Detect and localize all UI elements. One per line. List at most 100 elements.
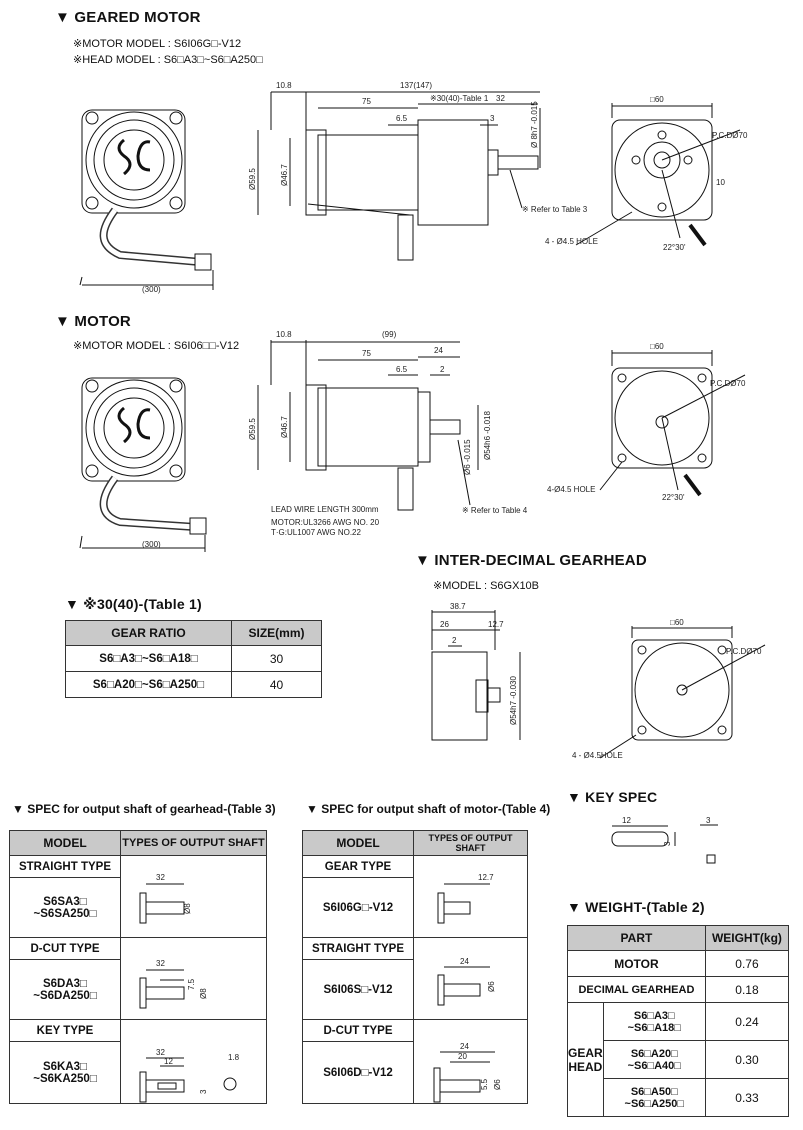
- table1-title: ▼ ※30(40)-(Table 1): [65, 596, 202, 612]
- table4-model: S6I06G□-V12: [302, 877, 414, 938]
- table1-header-size: SIZE(mm): [231, 620, 322, 646]
- m-dim-d2: (99): [382, 330, 397, 339]
- m-dim-cable: (300): [142, 540, 161, 549]
- m-dim-d7: 2: [440, 365, 445, 374]
- m-dim-d1: 10.8: [276, 330, 292, 339]
- table3-model2: ~S6SA250□: [33, 907, 97, 920]
- table2-weight: 0.30: [704, 1040, 790, 1079]
- table4-title: ▼ SPEC for output shaft of motor-(Table …: [306, 802, 551, 816]
- key-dim-a: 12: [622, 816, 631, 825]
- id-dim-pcd: P.C.DØ70: [726, 647, 762, 656]
- table3-shaft-cell: [120, 1019, 267, 1104]
- inter-decimal-front-view: [599, 626, 766, 759]
- motor-side-view: [257, 340, 479, 511]
- motor-front-view: [79, 377, 207, 552]
- key-spec-title: ▼ KEY SPEC: [567, 789, 658, 805]
- table2-gear-head-label: GEAR HEAD: [567, 1002, 604, 1117]
- table3-model1: S6DA3□: [42, 977, 88, 990]
- table3-model2: ~S6DA250□: [33, 989, 97, 1002]
- id-dim-sq: □60: [670, 618, 684, 627]
- table4-shaft-cell: [413, 855, 528, 938]
- table4-header-model: MODEL: [302, 830, 414, 856]
- motor-title: ▼ MOTOR: [55, 313, 131, 330]
- geared-motor-front-view: [79, 109, 214, 290]
- table1-cell: S6□A3□~S6□A18□: [65, 645, 232, 672]
- geared-motor-title: ▼ GEARED MOTOR: [55, 9, 201, 26]
- table2-header-part: PART: [567, 925, 706, 951]
- table3-model1: S6KA3□: [42, 1060, 88, 1073]
- inter-decimal-side-view: [431, 610, 521, 741]
- table3-header-model: MODEL: [9, 830, 121, 856]
- table4-header-types: TYPES OF OUTPUT SHAFT: [413, 830, 528, 856]
- gm-dim-ten: 10: [716, 178, 725, 187]
- geared-motor-rear-view: [575, 103, 741, 247]
- table3-type: D-CUT TYPE: [9, 937, 121, 960]
- m-dim-shaft2: Ø6 -0.015: [463, 439, 472, 475]
- id-dim-hole: 4 - Ø4.5HOLE: [572, 751, 623, 760]
- table4-type: STRAIGHT TYPE: [302, 937, 414, 960]
- table4-type: D-CUT TYPE: [302, 1019, 414, 1042]
- gm-dim-hole: 4 - Ø4.5 HOLE: [545, 237, 598, 246]
- motor-model: ※MOTOR MODEL : S6I06□□-V12: [73, 340, 240, 352]
- id-dim-d1: 38.7: [450, 602, 466, 611]
- m-dim-d6: 6.5: [396, 365, 408, 374]
- m-note-2: MOTOR:UL3266 AWG NO. 20: [271, 518, 380, 527]
- gm-dim-d1: 10.8: [276, 81, 292, 90]
- gm-dim-cable: (300): [142, 285, 161, 294]
- table2-gear-m2: ~S6□A250□: [624, 1097, 685, 1110]
- gm-dim-d6: 6.5: [396, 114, 408, 123]
- table2: PART WEIGHT(kg) MOTOR 0.76 DECIMAL GEARH…: [567, 925, 790, 1117]
- key-dim-c: 3: [663, 841, 672, 846]
- table2-gear-model: S6□A20□~S6□A40□: [602, 1040, 706, 1079]
- table4-type: GEAR TYPE: [302, 855, 414, 878]
- geared-motor-side-view: [257, 91, 541, 261]
- table2-weight: 0.24: [704, 1002, 790, 1041]
- table3-type: STRAIGHT TYPE: [9, 855, 121, 878]
- table3-title: ▼ SPEC for output shaft of gearhead-(Tab…: [12, 802, 276, 816]
- m-note-1: LEAD WIRE LENGTH 300mm: [271, 505, 379, 514]
- table3-header-types: TYPES OF OUTPUT SHAFT: [120, 830, 267, 856]
- m-dim-pcd: P.C.DØ70: [710, 379, 746, 388]
- table3-shaft-cell: [120, 855, 267, 938]
- table3-model1: S6SA3□: [43, 895, 87, 908]
- table2-part: MOTOR: [567, 950, 706, 977]
- gm-dim-dia1: Ø59.5: [248, 168, 257, 190]
- gm-dim-d7: 3: [490, 114, 495, 123]
- table1-cell: S6□A20□~S6□A250□: [65, 671, 232, 698]
- geared-motor-model: ※MOTOR MODEL : S6I06G□-V12: [73, 38, 242, 50]
- m-dim-d4: 24: [434, 346, 443, 355]
- m-dim-dia1: Ø59.5: [248, 418, 257, 440]
- table4: MODEL TYPES OF OUTPUT SHAFT GEAR TYPE S6…: [302, 830, 528, 1104]
- m-dim-hole: 4-Ø4.5 HOLE: [547, 485, 595, 494]
- table3-models: S6DA3□~S6DA250□: [9, 959, 121, 1020]
- id-dim-dia: Ø54h7 -0.030: [509, 676, 518, 725]
- inter-decimal-title: ▼ INTER-DECIMAL GEARHEAD: [415, 552, 647, 569]
- table4-shaft-cell: [413, 1019, 528, 1104]
- id-dim-d2: 26: [440, 620, 449, 629]
- gm-dim-pcd: P.C.DØ70: [712, 131, 748, 140]
- key-spec-drawing: [611, 824, 718, 864]
- table2-weight: 0.33: [704, 1078, 790, 1117]
- m-dim-ang: 22°30': [662, 493, 685, 502]
- table1-cell: 40: [231, 671, 322, 698]
- table2-gear-model: S6□A3□~S6□A18□: [602, 1002, 706, 1041]
- table1: GEAR RATIO SIZE(mm) S6□A3□~S6□A18□ 30 S6…: [65, 620, 322, 698]
- table2-gear-m1: S6□A50□: [630, 1085, 678, 1098]
- inter-decimal-model: ※MODEL : S6GX10B: [433, 580, 540, 592]
- table3-model2: ~S6KA250□: [33, 1072, 97, 1085]
- table4-model: S6I06S□-V12: [302, 959, 414, 1020]
- table4-model: S6I06D□-V12: [302, 1041, 414, 1104]
- gm-dim-d5: 32: [496, 94, 505, 103]
- table2-header-weight: WEIGHT(kg): [704, 925, 790, 951]
- table2-gear-m2: ~S6□A18□: [627, 1021, 681, 1034]
- gm-dim-ang: 22°30': [663, 243, 686, 252]
- m-note-3: T·G:UL1007 AWG NO.22: [271, 528, 362, 537]
- gm-dim-sq: □60: [650, 95, 664, 104]
- geared-head-model: ※HEAD MODEL : S6□A3□~S6□A250□: [73, 54, 263, 66]
- table1-cell: 30: [231, 645, 322, 672]
- gm-dim-ref: ※ Refer to Table 3: [522, 205, 588, 214]
- gm-dim-dia2: Ø46.7: [280, 164, 289, 186]
- table3-shaft-cell: [120, 937, 267, 1020]
- key-dim-b: 3: [706, 816, 711, 825]
- table3-models: S6KA3□~S6KA250□: [9, 1041, 121, 1104]
